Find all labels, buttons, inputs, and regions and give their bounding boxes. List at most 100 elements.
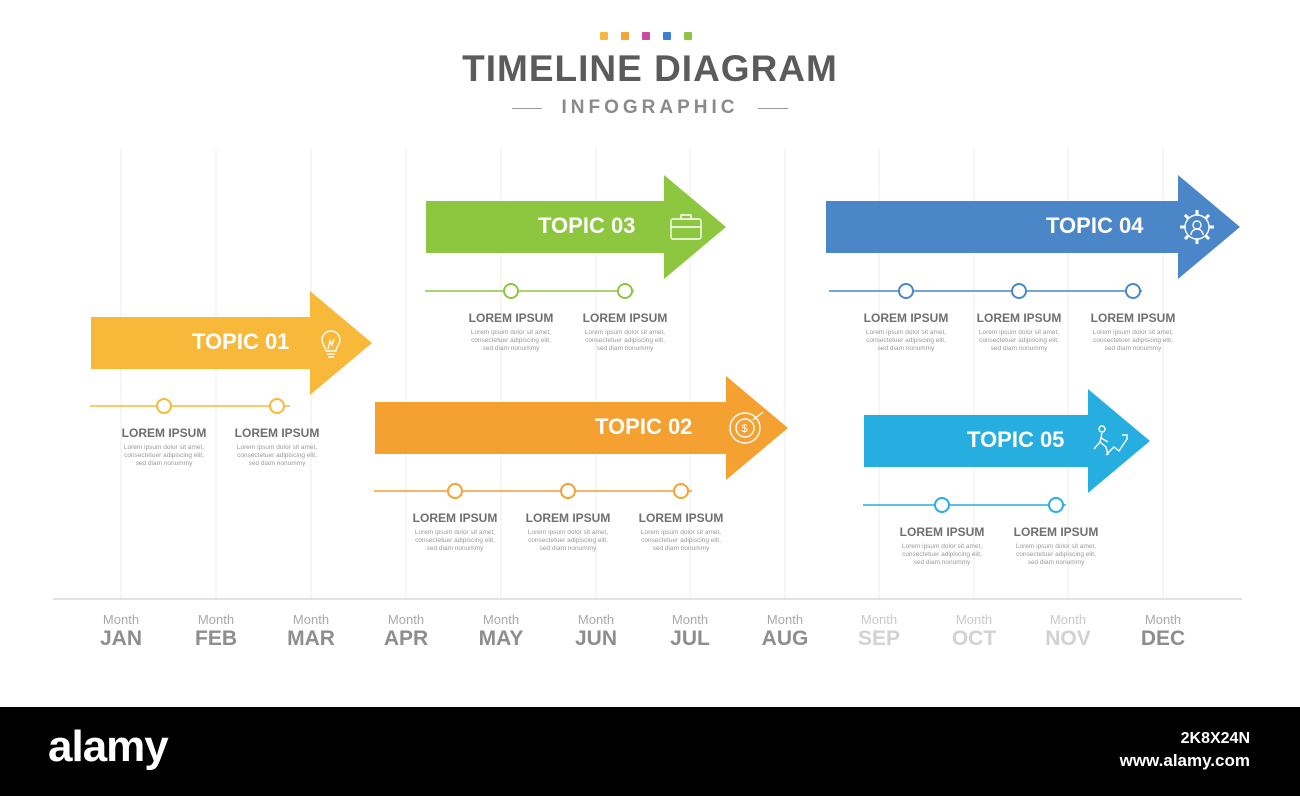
milestone-description: sed diam nonummy	[596, 345, 654, 352]
month-label: MAY	[478, 627, 524, 650]
gear-icon	[1180, 210, 1214, 244]
topic-label: TOPIC 02	[595, 414, 693, 439]
header-dot	[600, 32, 608, 40]
milestone-description: sed diam nonummy	[426, 545, 484, 552]
month-caption: Month	[1049, 612, 1087, 627]
topic-arrow	[864, 389, 1150, 493]
month-caption: Month	[292, 612, 330, 627]
month-caption: Month	[955, 612, 993, 627]
milestone-marker	[1011, 283, 1027, 299]
month-caption: Month	[387, 612, 425, 627]
milestone-title: LOREM IPSUM	[899, 525, 985, 539]
milestone-description: Lorem ipsum dolor sit amet,	[414, 529, 496, 536]
header-dot	[642, 32, 650, 40]
milestone-description: sed diam nonummy	[990, 345, 1048, 352]
month-caption: Month	[482, 612, 520, 627]
topic-label: TOPIC 04	[1046, 213, 1144, 238]
milestone-description: Lorem ipsum dolor sit amet,	[236, 444, 318, 451]
milestone-description: Lorem ipsum dolor sit amet,	[1015, 543, 1097, 550]
milestone-title: LOREM IPSUM	[1013, 525, 1099, 539]
milestone-marker	[934, 497, 950, 513]
milestone-description: sed diam nonummy	[652, 545, 710, 552]
month-label: SEP	[857, 627, 901, 650]
milestone-description: consectetuer adipiscing elit,	[902, 551, 982, 558]
runner-growth-icon	[1093, 425, 1128, 456]
milestone-description: Lorem ipsum dolor sit amet,	[584, 329, 666, 336]
month-label: DEC	[1140, 627, 1186, 650]
topic-label: TOPIC 03	[538, 213, 636, 238]
topic-arrow	[826, 175, 1240, 279]
milestone-description: consectetuer adipiscing elit,	[471, 337, 551, 344]
milestone-description: sed diam nonummy	[539, 545, 597, 552]
milestone-marker	[156, 398, 172, 414]
timeline-canvas: $	[53, 148, 1242, 600]
briefcase-icon	[670, 214, 702, 240]
topic-label: TOPIC 01	[192, 329, 290, 354]
svg-text:$: $	[742, 423, 748, 435]
month-caption: Month	[577, 612, 615, 627]
milestone-title: LOREM IPSUM	[582, 311, 668, 325]
milestone-description: consectetuer adipiscing elit,	[1016, 551, 1096, 558]
month-label: APR	[383, 627, 429, 650]
month-label: MAR	[287, 627, 335, 650]
milestone-title: LOREM IPSUM	[121, 426, 207, 440]
header-dot	[621, 32, 629, 40]
milestone-description: Lorem ipsum dolor sit amet,	[865, 329, 947, 336]
milestone-description: sed diam nonummy	[135, 460, 193, 467]
image-code: 2K8X24N	[1180, 730, 1250, 747]
milestone-description: Lorem ipsum dolor sit amet,	[978, 329, 1060, 336]
brand-logo: alamy	[48, 722, 169, 771]
target-icon: $	[729, 411, 764, 444]
topic-arrow	[375, 376, 788, 480]
milestone-description: sed diam nonummy	[877, 345, 935, 352]
month-label: OCT	[951, 627, 997, 650]
milestone-marker	[503, 283, 519, 299]
topic-label: TOPIC 05	[967, 427, 1065, 452]
milestone-marker	[898, 283, 914, 299]
footer-bar	[0, 707, 1300, 796]
month-label: JAN	[99, 627, 142, 650]
milestone-description: consectetuer adipiscing elit,	[237, 452, 317, 459]
milestone-description: sed diam nonummy	[482, 345, 540, 352]
milestone-description: Lorem ipsum dolor sit amet,	[527, 529, 609, 536]
month-caption: Month	[1144, 612, 1182, 627]
month-label: AUG	[761, 627, 809, 650]
milestone-description: sed diam nonummy	[913, 559, 971, 566]
month-label: JUL	[670, 627, 710, 650]
milestone-description: sed diam nonummy	[248, 460, 306, 467]
month-caption: Month	[102, 612, 140, 627]
milestone-description: Lorem ipsum dolor sit amet,	[640, 529, 722, 536]
milestone-marker	[560, 483, 576, 499]
subtitle-rule-right	[758, 108, 788, 109]
footer-url: www.alamy.com	[1119, 751, 1250, 770]
month-caption: Month	[766, 612, 804, 627]
milestone-marker	[269, 398, 285, 414]
month-label: JUN	[574, 627, 617, 650]
page-subtitle: INFOGRAPHIC	[561, 97, 739, 118]
milestone-description: Lorem ipsum dolor sit amet,	[470, 329, 552, 336]
header-dot	[663, 32, 671, 40]
milestone-marker	[1048, 497, 1064, 513]
milestone-description: consectetuer adipiscing elit,	[124, 452, 204, 459]
milestone-marker	[617, 283, 633, 299]
subtitle-rule-left	[512, 108, 542, 109]
milestone-description: consectetuer adipiscing elit,	[415, 537, 495, 544]
page-title: TIMELINE DIAGRAM	[462, 48, 838, 89]
milestone-title: LOREM IPSUM	[468, 311, 554, 325]
header-dot	[684, 32, 692, 40]
month-caption: Month	[197, 612, 235, 627]
milestone-description: sed diam nonummy	[1104, 345, 1162, 352]
milestone-marker	[1125, 283, 1141, 299]
milestone-description: consectetuer adipiscing elit,	[866, 337, 946, 344]
milestone-title: LOREM IPSUM	[1090, 311, 1176, 325]
month-caption: Month	[860, 612, 898, 627]
milestone-marker	[673, 483, 689, 499]
month-label: FEB	[195, 627, 237, 650]
milestone-description: consectetuer adipiscing elit,	[528, 537, 608, 544]
month-caption: Month	[671, 612, 709, 627]
milestone-description: consectetuer adipiscing elit,	[979, 337, 1059, 344]
topic-arrow	[91, 291, 372, 395]
milestone-title: LOREM IPSUM	[638, 511, 724, 525]
lightbulb-icon	[321, 330, 341, 358]
